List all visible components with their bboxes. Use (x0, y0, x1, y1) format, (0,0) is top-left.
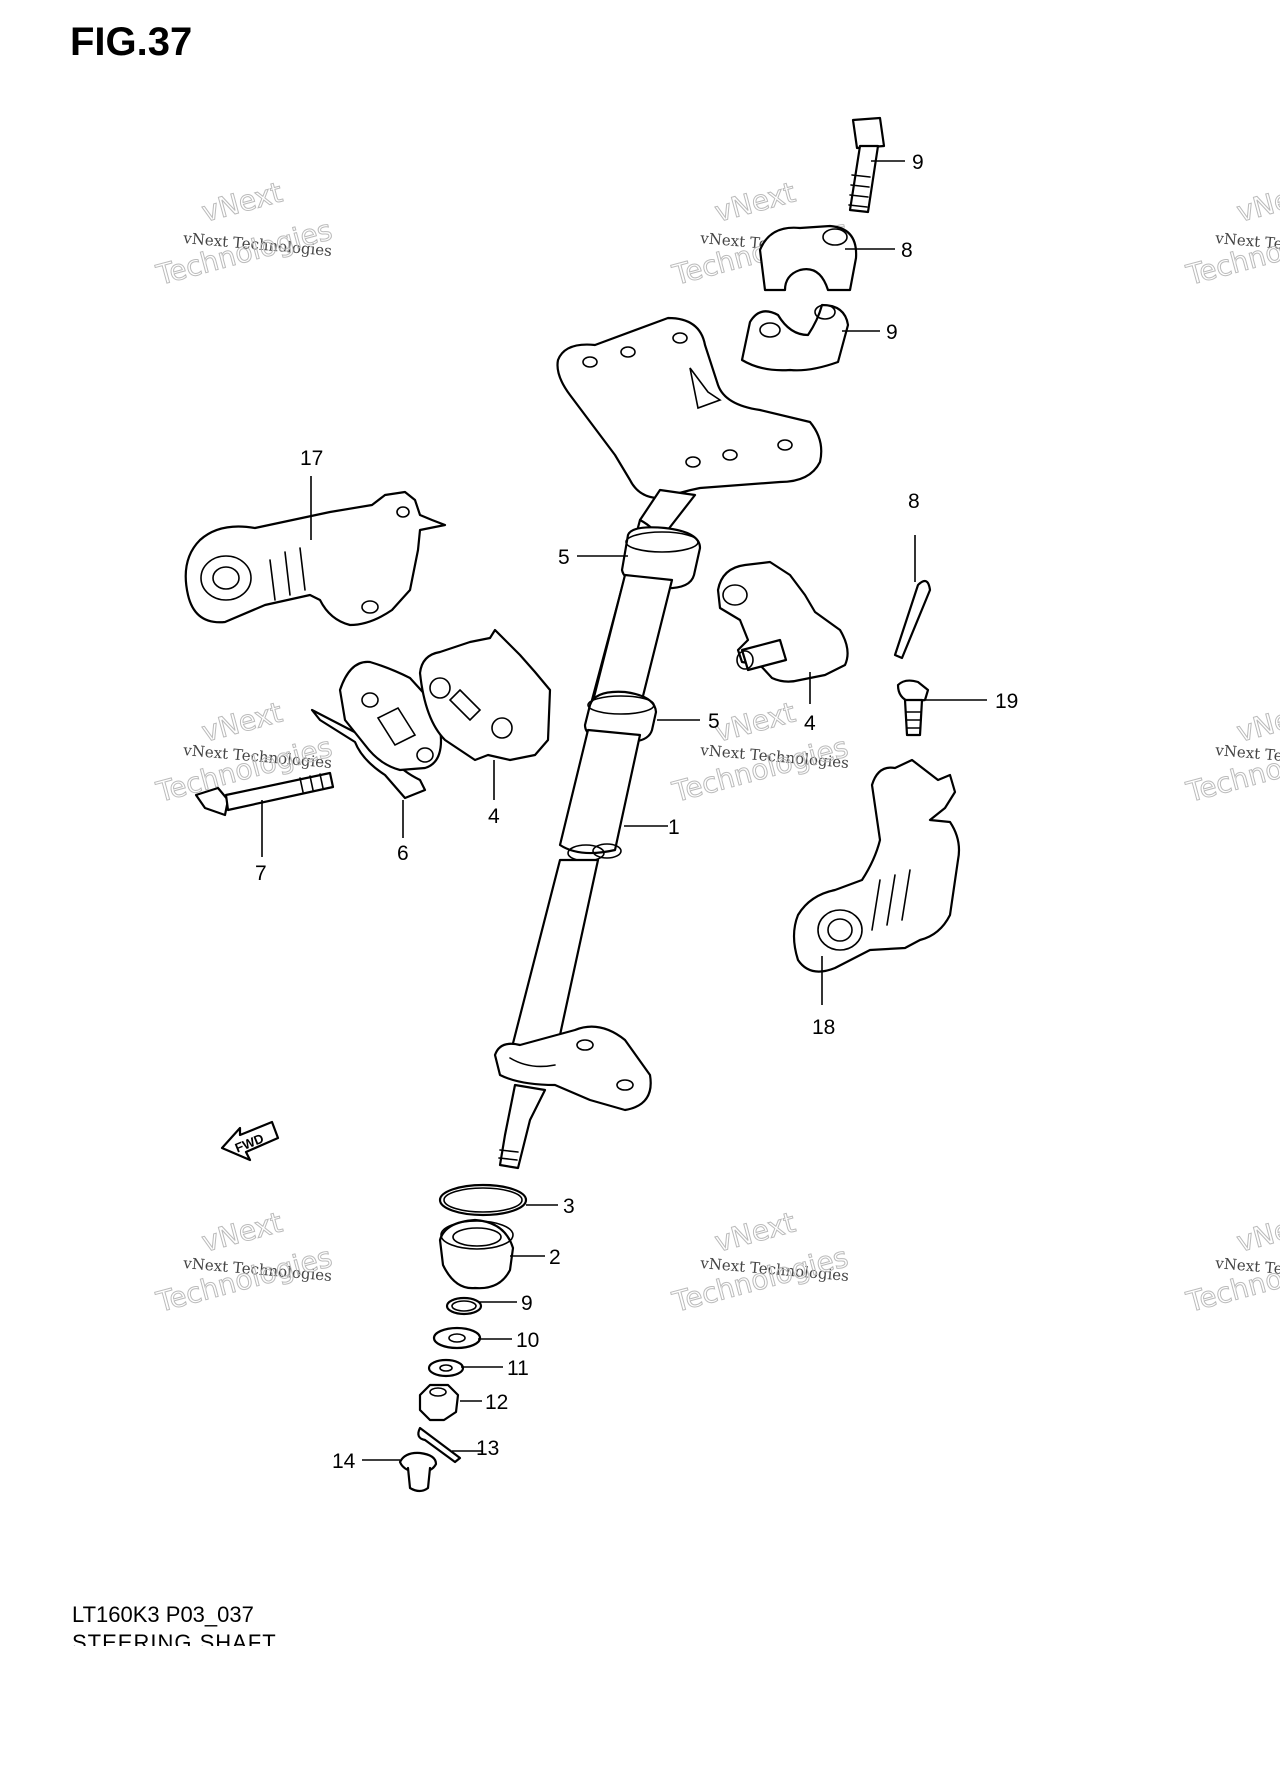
part-bracket-18[interactable] (792, 758, 961, 973)
part-bearing-2[interactable] (438, 1218, 515, 1290)
watermark-brand: vNext (198, 696, 286, 749)
part-clamp-4b[interactable] (716, 560, 849, 683)
callout-6[interactable]: 6 (397, 842, 409, 865)
part-holder-upper-9a[interactable] (758, 224, 858, 292)
callout-9b[interactable]: 9 (886, 321, 898, 344)
footer-section-name: STEERING SHAFT (72, 1630, 277, 1646)
callout-19[interactable]: 19 (995, 690, 1018, 713)
watermark-brand: vNext (711, 696, 799, 749)
callout-labels: 9 8 9 17 8 5 5 4 19 1 7 6 4 18 3 2 9 10 … (255, 151, 1018, 1473)
callout-7[interactable]: 7 (255, 862, 267, 885)
watermark-brand: vNext (711, 176, 799, 229)
part-steering-shaft-1[interactable] (493, 316, 823, 1170)
callout-17[interactable]: 17 (300, 447, 323, 470)
watermark-brand: vNext (1233, 1206, 1280, 1259)
callout-12[interactable]: 10 (516, 1329, 539, 1352)
part-bolt-10[interactable] (848, 116, 886, 214)
part-plate-6[interactable] (310, 660, 443, 800)
watermark-bottom-left: vNext vNext Technologies Technologies (152, 1205, 336, 1319)
callout-15[interactable]: 13 (476, 1437, 499, 1460)
part-cap-16[interactable] (398, 1451, 438, 1493)
callout-16[interactable]: 14 (332, 1450, 356, 1473)
watermark-bottom-right: vNext vNext Technologies Technologies (1182, 1205, 1280, 1319)
footer-model-code: LT160K3 P03_037 (72, 1602, 254, 1627)
watermark-word: Technologies (1182, 213, 1280, 292)
part-o-ring-11[interactable] (445, 1296, 483, 1316)
callout-14[interactable]: 12 (485, 1391, 508, 1414)
callout-5a[interactable]: 5 (558, 546, 570, 569)
callout-4b[interactable]: 4 (804, 712, 816, 735)
callout-5b[interactable]: 5 (708, 710, 720, 733)
watermark-bottom-center: vNext vNext Technologies Technologies (668, 1205, 852, 1319)
watermark-brand: vNext (1233, 696, 1280, 749)
watermark-top-left: vNext vNext Technologies Technologies (152, 175, 336, 292)
part-bracket-17[interactable] (184, 490, 447, 627)
callout-3[interactable]: 3 (563, 1195, 575, 1218)
part-cotter-pin-15[interactable] (417, 1426, 462, 1464)
callout-11[interactable]: 9 (521, 1292, 533, 1315)
callout-leaders (261, 160, 987, 1461)
part-washer-12[interactable] (432, 1326, 482, 1350)
watermark-top-right: vNext vNext Technologies Technologies (1182, 175, 1280, 292)
callout-2[interactable]: 2 (549, 1246, 561, 1269)
part-bolt-19[interactable] (896, 679, 930, 737)
fwd-arrow-icon: FWD (220, 1120, 280, 1162)
callout-4a[interactable]: 4 (488, 805, 500, 828)
part-cotter-pin-8[interactable] (893, 579, 932, 660)
watermark: vNext vNext Technologies Technologies vN… (152, 175, 1280, 1319)
callout-13[interactable]: 11 (507, 1357, 529, 1380)
watermark-mid-right: vNext vNext Technologies Technologies (1182, 695, 1280, 809)
figure-title: FIG.37 (70, 20, 193, 64)
callout-10[interactable]: 9 (912, 151, 924, 174)
callout-9a[interactable]: 8 (901, 239, 913, 262)
watermark-brand: vNext (198, 176, 286, 229)
part-clamp-4a[interactable] (418, 628, 552, 762)
watermark-brand: vNext (198, 1206, 286, 1259)
watermark-brand: vNext (711, 1206, 799, 1259)
callout-1[interactable]: 1 (668, 816, 680, 839)
watermark-mid-center: vNext vNext Technologies Technologies (668, 695, 852, 809)
part-washer-13[interactable] (427, 1358, 465, 1378)
part-holder-lower-9b[interactable] (740, 303, 850, 372)
callout-8[interactable]: 8 (908, 490, 920, 513)
part-bolt-7[interactable] (194, 771, 335, 817)
watermark-brand: vNext (1233, 176, 1280, 229)
part-nut-14[interactable] (418, 1383, 460, 1422)
part-circlip-3[interactable] (438, 1183, 528, 1217)
callout-18[interactable]: 18 (812, 1016, 835, 1039)
